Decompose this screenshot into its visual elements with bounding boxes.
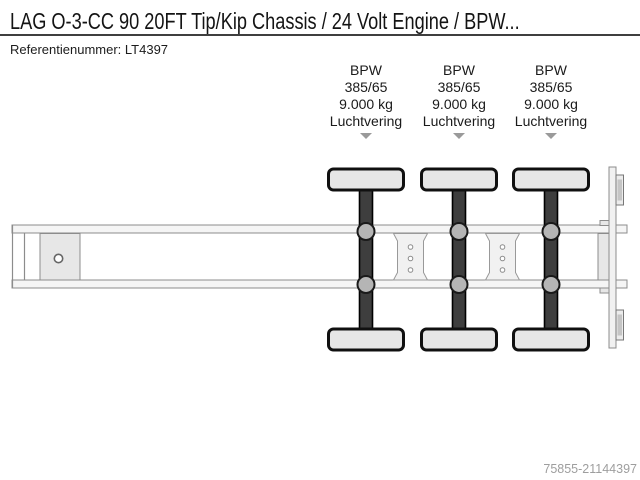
air-suspension-bag — [541, 222, 561, 241]
axle-load-capacity: 9.000 kg — [432, 96, 486, 112]
crossmember-plate-2 — [484, 233, 521, 281]
axle-suspension: Luchtvering — [422, 113, 496, 129]
axle-group-3 — [512, 167, 590, 352]
axle-suspension: Luchtvering — [329, 113, 403, 129]
axle-beam — [543, 175, 559, 343]
wheel-right — [420, 327, 498, 352]
axle-spec-1: BPW 385/65 9.000 kg Luchtvering — [311, 62, 421, 139]
axle-load-capacity: 9.000 kg — [524, 96, 578, 112]
axle-load-capacity: 9.000 kg — [339, 96, 393, 112]
axle-brand: BPW — [443, 62, 475, 78]
axle-spec-3: BPW 385/65 9.000 kg Luchtvering — [496, 62, 606, 139]
air-suspension-bag — [356, 222, 376, 241]
pointer-down-icon — [545, 133, 557, 139]
wheel-left — [512, 167, 590, 192]
axle-brand: BPW — [350, 62, 382, 78]
air-suspension-bag — [356, 275, 376, 294]
kingpin — [53, 253, 64, 264]
pointer-down-icon — [453, 133, 465, 139]
wheel-left — [420, 167, 498, 192]
axle-beam — [451, 175, 467, 343]
reference-label: Referentienummer: — [10, 42, 122, 57]
reference-number: Referentienummer: LT4397 — [10, 42, 168, 57]
chassis-top-view-drawing — [11, 166, 628, 352]
axle-beam — [358, 175, 374, 343]
axle-group-2 — [420, 167, 498, 352]
axle-tire-size: 385/65 — [529, 79, 573, 95]
wheel-left — [327, 167, 405, 192]
axle-group-1 — [327, 167, 405, 352]
wheel-right — [327, 327, 405, 352]
axle-tire-size: 385/65 — [344, 79, 388, 95]
image-id: 75855-21144397 — [543, 462, 637, 476]
frame-rail-rear — [11, 279, 628, 289]
page-title: LAG O-3-CC 90 20FT Tip/Kip Chassis / 24 … — [10, 8, 520, 34]
reference-value: LT4397 — [124, 42, 169, 57]
frame-rail-front — [11, 224, 628, 234]
wheel-right — [512, 327, 590, 352]
tail-light-right — [615, 309, 624, 341]
air-suspension-bag — [449, 222, 469, 241]
pointer-down-icon — [360, 133, 372, 139]
title-divider — [0, 34, 640, 36]
air-suspension-bag — [541, 275, 561, 294]
axle-tire-size: 385/65 — [437, 79, 481, 95]
axle-brand: BPW — [535, 62, 567, 78]
air-suspension-bag — [449, 275, 469, 294]
axle-suspension: Luchtvering — [514, 113, 588, 129]
axle-spec-2: BPW 385/65 9.000 kg Luchtvering — [404, 62, 514, 139]
rear-bumper-bar — [608, 166, 617, 349]
crossmember-plate-1 — [392, 233, 429, 281]
tail-light-left — [615, 174, 624, 206]
